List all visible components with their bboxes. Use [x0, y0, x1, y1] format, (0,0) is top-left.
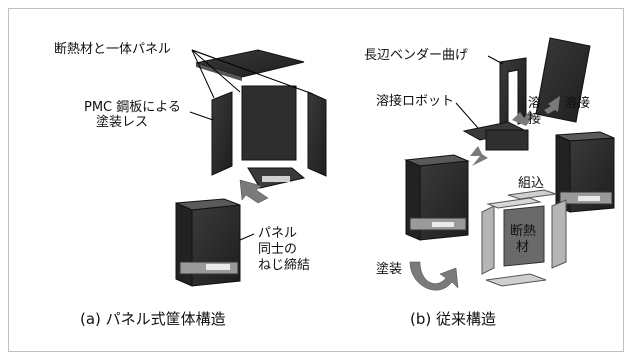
- tray-component: [262, 176, 290, 182]
- assembly-plate: [507, 189, 557, 200]
- leader-insulation-4: [191, 49, 215, 59]
- robot-tray-box: [485, 129, 529, 151]
- weld-arrow: [544, 96, 560, 114]
- insulation-top-panel: [486, 197, 542, 209]
- assembly-label: 組込: [518, 176, 545, 191]
- top-panel-edge: [196, 63, 242, 81]
- weld-vertical-1: 溶: [528, 96, 542, 111]
- left-side-panel: [211, 91, 233, 176]
- leader-bending: [487, 55, 504, 65]
- assembled-cabinet-unit: [206, 264, 230, 270]
- screw-label-line1: パネル: [258, 226, 298, 241]
- figure-frame: [8, 8, 624, 352]
- insulation-panel-label: 断熱材と一体パネル: [54, 42, 172, 57]
- leader-insulation-1: [191, 49, 215, 99]
- back-panel: [241, 85, 297, 161]
- insulation-bottom-panel: [485, 273, 547, 287]
- insulation-left-panel: [481, 205, 495, 275]
- right-side-panel: [307, 91, 327, 177]
- leader-pmc: [189, 111, 214, 121]
- bending-label: 長辺ベンダー曲げ: [364, 48, 469, 63]
- assembly-arrow: [239, 179, 269, 204]
- painted-cabinet-unit: [578, 196, 600, 201]
- weld-panel: [535, 37, 591, 123]
- paint-arrow: [409, 261, 459, 291]
- top-insulation-panel: [195, 49, 305, 78]
- welded-cabinet-unit: [432, 222, 454, 227]
- leader-insulation-2: [191, 49, 241, 93]
- robot-arrow-down: [470, 146, 488, 166]
- weld-label: 溶接: [564, 96, 591, 111]
- insulation-center-block: [503, 205, 545, 267]
- insulation-label-2: 材: [516, 240, 530, 255]
- leader-screw: [239, 233, 255, 241]
- robot-label: 溶接ロボット: [376, 94, 455, 109]
- caption-a: (a) パネル式筐体構造: [80, 310, 226, 328]
- weld-vertical-2: 接: [528, 112, 542, 127]
- insulation-right-panel: [551, 199, 567, 269]
- insulation-label-1: 断熱: [510, 224, 537, 239]
- paint-label: 塗装: [376, 262, 403, 277]
- robot-arrow-up: [512, 110, 534, 126]
- screw-label-line2: 同士の: [258, 242, 298, 257]
- pmc-label-line1: PMC 鋼板による: [84, 100, 181, 115]
- caption-b: (b) 従来構造: [410, 310, 496, 328]
- leader-robot: [455, 102, 479, 129]
- pmc-label-line2: 塗装レス: [96, 115, 149, 130]
- screw-label-line3: ねじ締結: [258, 258, 311, 273]
